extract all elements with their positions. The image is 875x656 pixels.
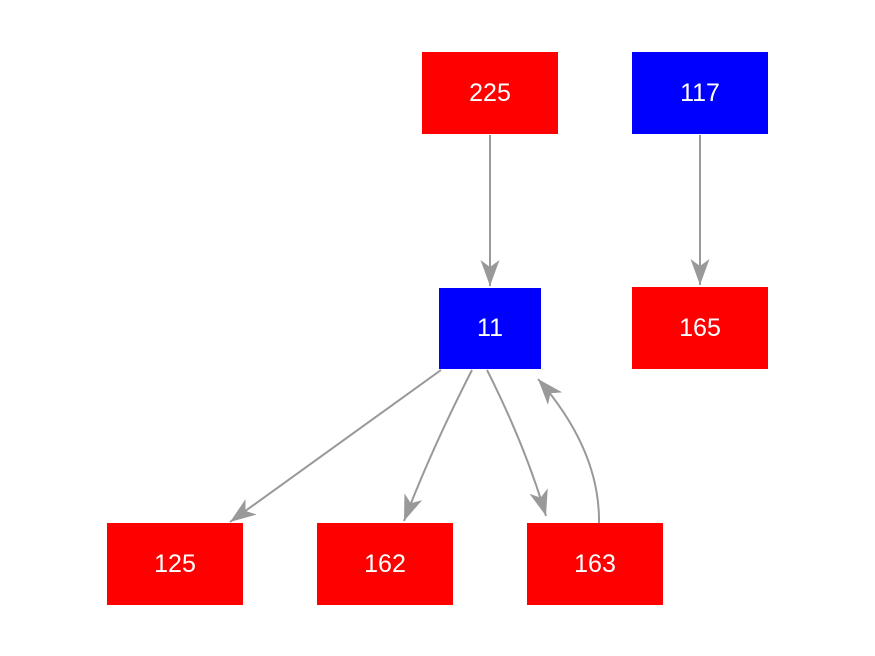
node-125[interactable]: 125	[107, 523, 243, 605]
edge-11-to-163	[486, 369, 548, 517]
node-162[interactable]: 162	[317, 523, 453, 605]
node-125-label: 125	[154, 549, 196, 578]
node-11-label: 11	[477, 314, 503, 342]
node-11[interactable]: 11	[439, 288, 541, 369]
node-117-label: 117	[680, 78, 720, 107]
node-162-label: 162	[364, 549, 406, 578]
node-163[interactable]: 163	[527, 523, 663, 605]
edge-163-to-11	[537, 378, 601, 524]
edge-11-to-162	[403, 369, 473, 522]
node-117[interactable]: 117	[632, 52, 768, 134]
node-225[interactable]: 225	[422, 52, 558, 134]
edge-11-to-125	[229, 369, 442, 523]
node-165-label: 165	[679, 313, 721, 342]
node-165[interactable]: 165	[632, 287, 768, 369]
node-163-label: 163	[574, 549, 616, 578]
node-225-label: 225	[469, 78, 511, 107]
